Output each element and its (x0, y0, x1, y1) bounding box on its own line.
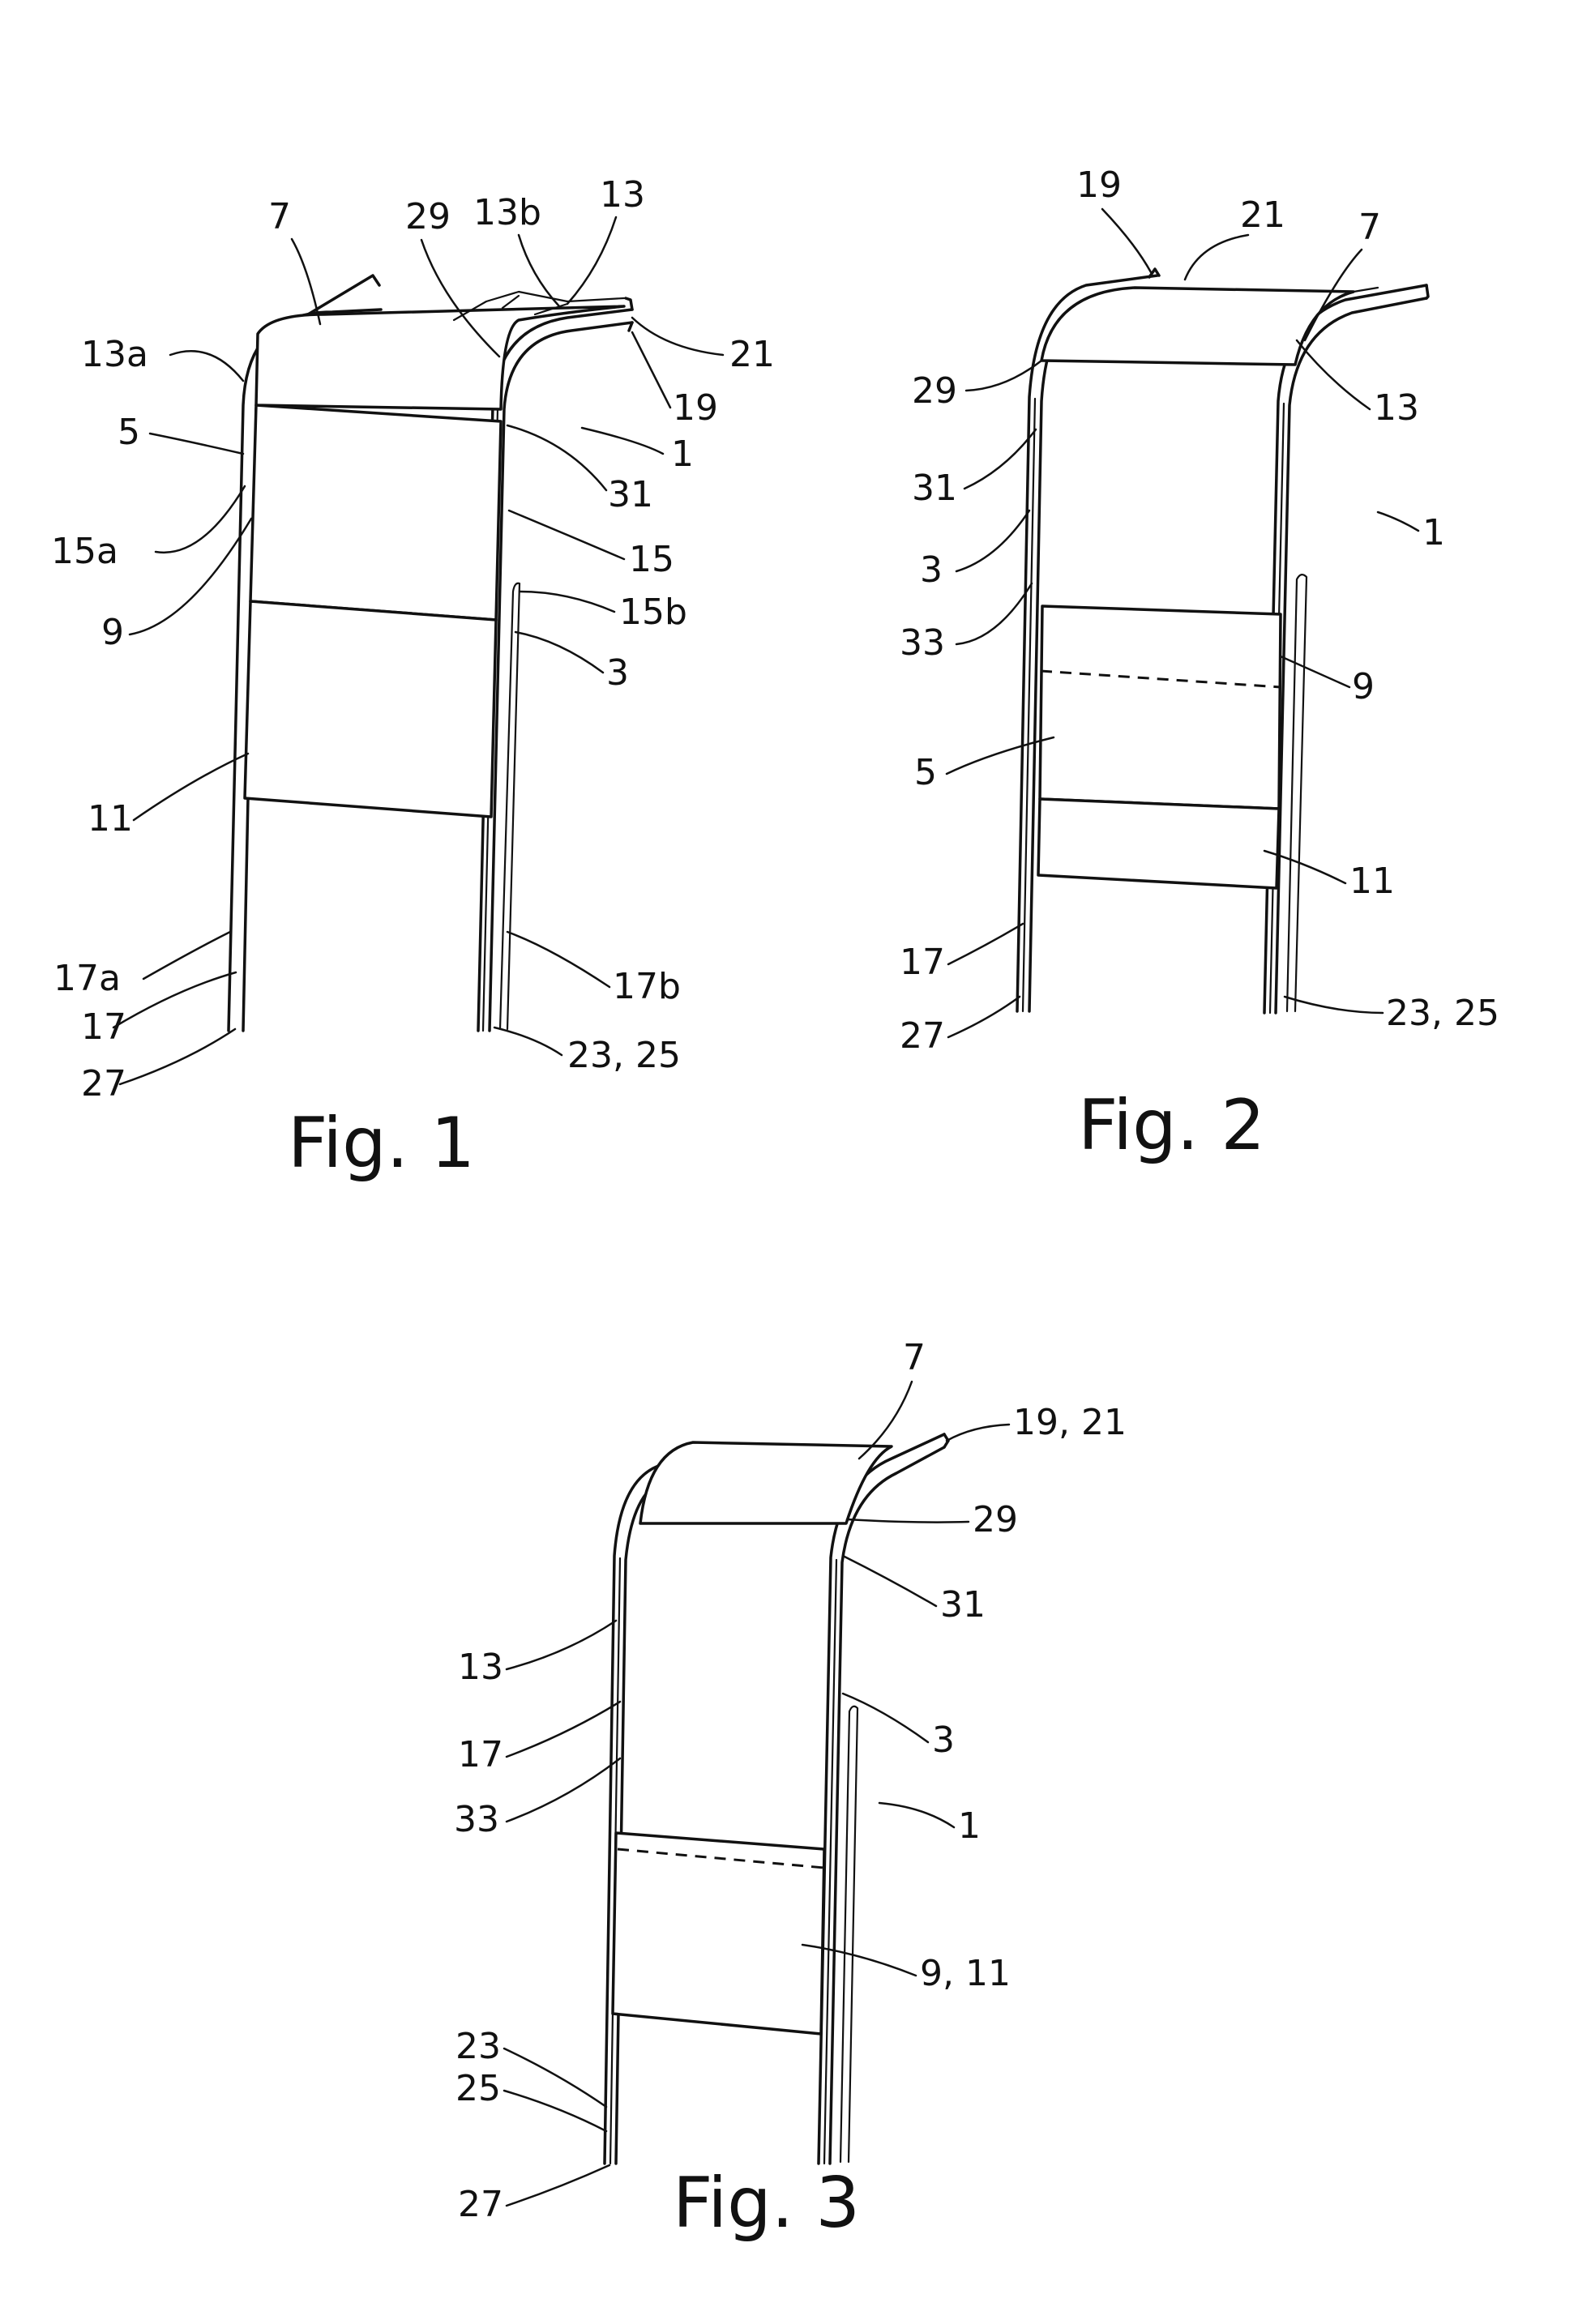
fig2-label-5: 5 (914, 752, 937, 793)
fig1-label-17b: 17b (613, 966, 681, 1007)
fig1-label-7: 7 (268, 196, 291, 237)
fig3-label-33: 33 (454, 1799, 499, 1840)
fig2-label-9: 9 (1352, 666, 1375, 707)
fig1-label-31: 31 (608, 474, 653, 515)
fig2-label-3: 3 (920, 549, 943, 591)
fig3-apparatus-drawing (605, 1434, 948, 2164)
fig2-label-23-25: 23, 25 (1386, 993, 1499, 1034)
fig3-label-31: 31 (940, 1584, 986, 1626)
figure-2: 19 21 7 29 13 31 1 3 33 9 5 11 17 27 23,… (900, 164, 1499, 1166)
fig3-label-13: 13 (458, 1647, 503, 1688)
fig3-label-17: 17 (458, 1734, 503, 1775)
fig2-label-19: 19 (1076, 164, 1122, 206)
fig2-label-11: 11 (1349, 861, 1395, 902)
fig1-label-13a: 13a (81, 334, 148, 375)
fig2-label-29: 29 (912, 370, 957, 412)
fig1-label-17a: 17a (53, 958, 121, 999)
fig3-label-1: 1 (958, 1805, 981, 1847)
fig2-label-33: 33 (900, 622, 945, 664)
fig1-label-5: 5 (118, 412, 140, 453)
fig1-label-1: 1 (671, 434, 694, 475)
fig1-label-9: 9 (101, 612, 124, 653)
figure-3: 7 19, 21 29 31 13 3 17 33 1 9, 11 23 25 … (454, 1337, 1127, 2244)
fig3-label-3: 3 (932, 1720, 955, 1761)
fig3-label-29: 29 (973, 1499, 1018, 1540)
fig2-label-31: 31 (912, 468, 957, 509)
fig1-label-29: 29 (405, 196, 451, 237)
fig2-caption: Fig. 2 (1078, 1085, 1265, 1166)
fig1-label-15b: 15b (619, 592, 687, 633)
fig3-label-7: 7 (903, 1337, 926, 1378)
fig1-label-23-25: 23, 25 (567, 1035, 681, 1076)
fig1-label-19: 19 (673, 387, 718, 429)
fig1-label-15a: 15a (51, 531, 118, 572)
fig1-label-11: 11 (88, 798, 133, 839)
fig3-label-25: 25 (455, 2068, 501, 2109)
fig1-label-13: 13 (600, 174, 645, 216)
fig3-label-9-11: 9, 11 (920, 1953, 1011, 1994)
fig1-label-13b: 13b (473, 192, 541, 233)
fig2-label-17: 17 (900, 942, 945, 983)
fig2-label-13: 13 (1374, 387, 1419, 429)
fig3-caption: Fig. 3 (673, 2163, 860, 2244)
fig1-label-3: 3 (606, 652, 629, 694)
fig1-caption: Fig. 1 (288, 1103, 475, 1184)
fig3-label-19-21: 19, 21 (1013, 1402, 1127, 1443)
fig2-label-1: 1 (1422, 512, 1445, 553)
fig2-label-21: 21 (1240, 194, 1285, 236)
fig2-label-7: 7 (1358, 207, 1381, 248)
fig1-label-17: 17 (81, 1006, 126, 1048)
figure-1: 7 29 13b 13 13a 21 19 5 1 31 15a 15 9 15… (51, 174, 775, 1184)
fig3-label-27: 27 (458, 2184, 503, 2225)
fig3-label-23: 23 (455, 2026, 501, 2067)
fig2-label-27: 27 (900, 1015, 945, 1057)
fig1-label-15: 15 (629, 539, 674, 580)
fig1-label-21: 21 (729, 334, 775, 375)
